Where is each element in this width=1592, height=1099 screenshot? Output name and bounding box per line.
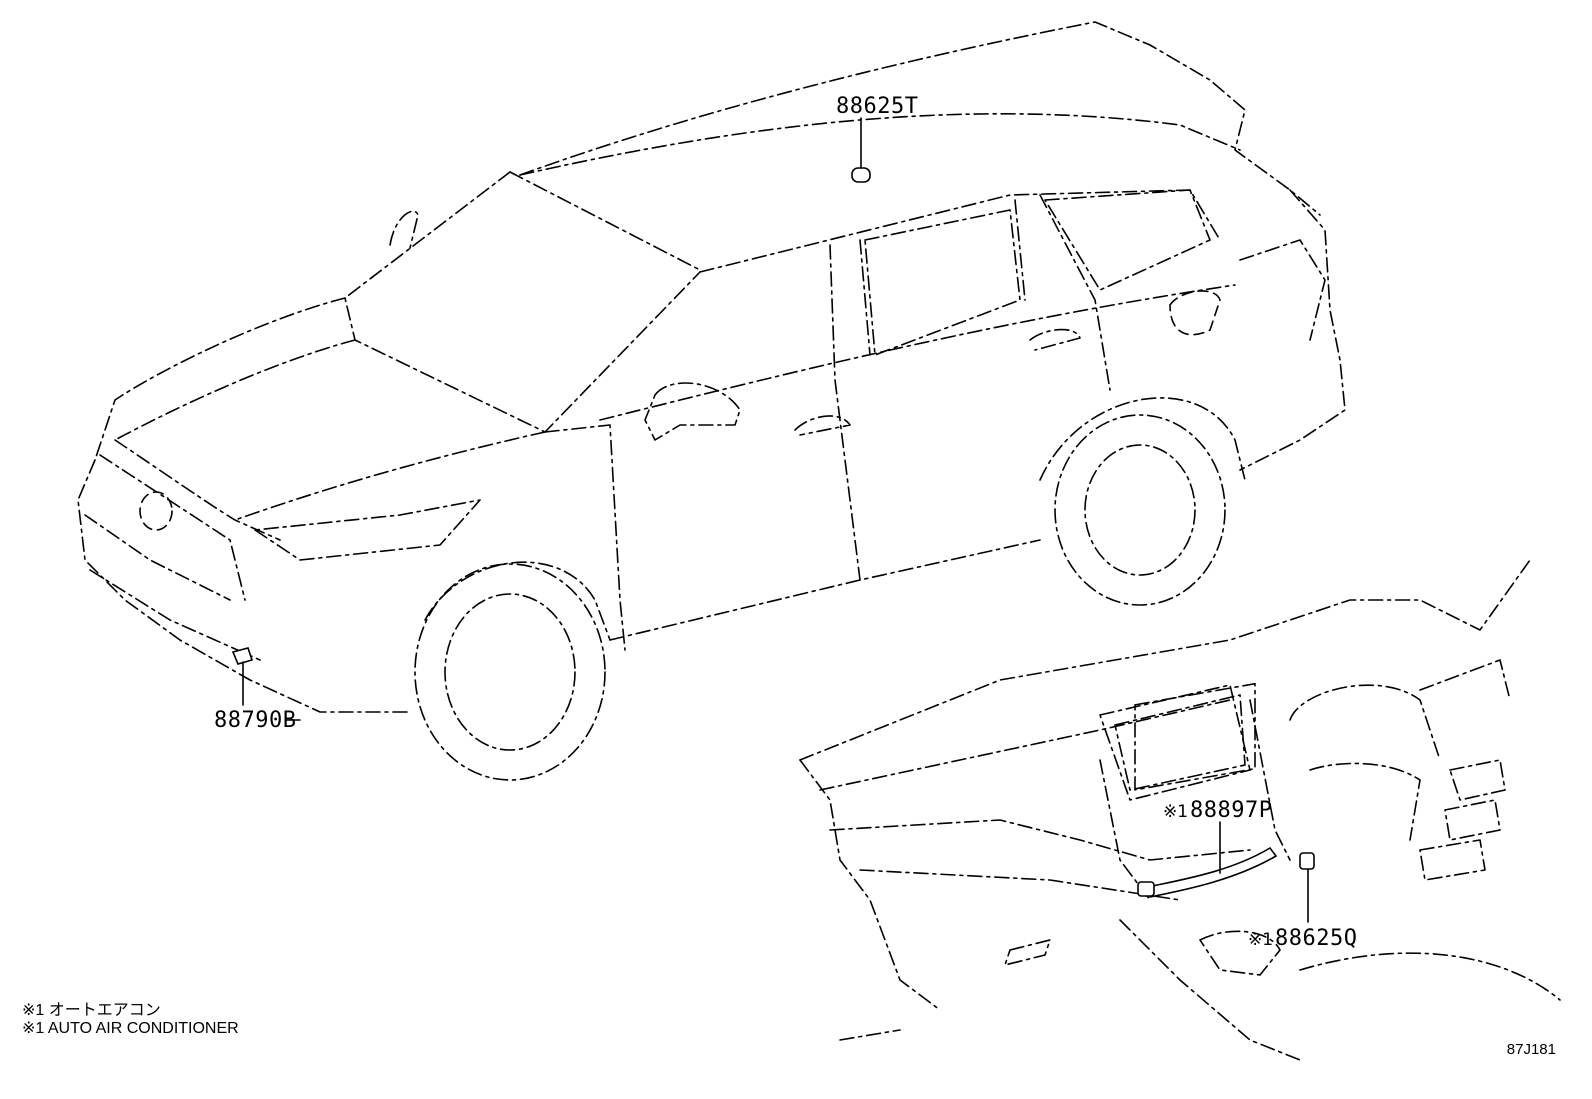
roof-sensor-callout[interactable]: 88625T [836, 94, 918, 183]
roof-sensor-part [851, 167, 871, 183]
dash-sensor-note-mark: ※1 [1248, 930, 1273, 950]
vehicle-illustration [77, 21, 1346, 781]
dash-hose-callout[interactable]: ※1 88897P [1137, 798, 1278, 898]
illustration-id: 87J181 [1506, 1041, 1556, 1058]
dash-hose-label: 88897P [1190, 798, 1272, 823]
front-sensor-callout[interactable]: 88790B [214, 647, 301, 733]
note-english: ※1 AUTO AIR CONDITIONER [22, 1020, 239, 1037]
front-sensor-part [231, 647, 254, 665]
dash-hose-part [1147, 846, 1278, 898]
dash-sensor-callout[interactable]: ※1 88625Q [1248, 852, 1357, 951]
dash-sensor-label: 88625Q [1275, 926, 1357, 951]
dash-hose-end [1137, 881, 1155, 897]
front-sensor-label: 88790B [214, 708, 296, 733]
dash-sensor-part [1299, 852, 1315, 870]
dash-hose-note-mark: ※1 [1163, 802, 1188, 822]
note-japanese: ※1 オートエアコン [22, 1002, 161, 1019]
dashboard-illustration [799, 559, 1561, 1061]
roof-sensor-label: 88625T [836, 94, 918, 119]
